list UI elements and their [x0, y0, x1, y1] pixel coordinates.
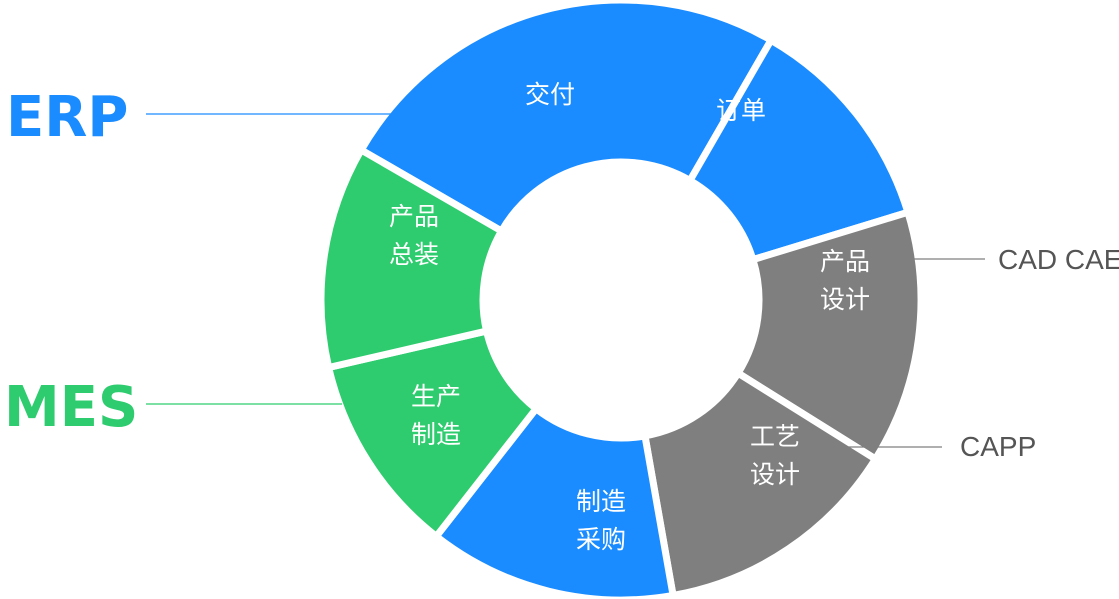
- segment-label-purchase: 采购: [576, 525, 626, 554]
- segment-label-process: 设计: [750, 460, 800, 489]
- segment-delivery: [357, 0, 775, 235]
- segment-production: [325, 327, 540, 540]
- segment-label-production: 制造: [411, 420, 461, 449]
- capp-label: CAPP: [960, 431, 1036, 462]
- segment-label-production: 生产: [411, 382, 461, 411]
- segment-label-order: 订单: [716, 96, 766, 125]
- ring-segments: [317, 0, 925, 599]
- segment-order: [686, 36, 912, 264]
- segment-label-design: 产品: [820, 247, 870, 276]
- mes-label: MES: [4, 375, 138, 440]
- segment-label-process: 工艺: [750, 422, 800, 451]
- segment-assembly: [317, 146, 505, 371]
- segment-label-delivery: 交付: [525, 80, 575, 109]
- segment-process: [641, 369, 879, 599]
- segment-label-design: 设计: [820, 285, 870, 314]
- cad-cae-label: CAD CAE: [998, 244, 1119, 275]
- segment-label-assembly: 总装: [389, 240, 439, 269]
- segment-purchase: [432, 405, 677, 599]
- segment-label-assembly: 产品: [389, 202, 439, 231]
- erp-label: ERP: [6, 85, 128, 150]
- segment-label-purchase: 制造: [576, 487, 626, 516]
- segment-design: [734, 208, 925, 463]
